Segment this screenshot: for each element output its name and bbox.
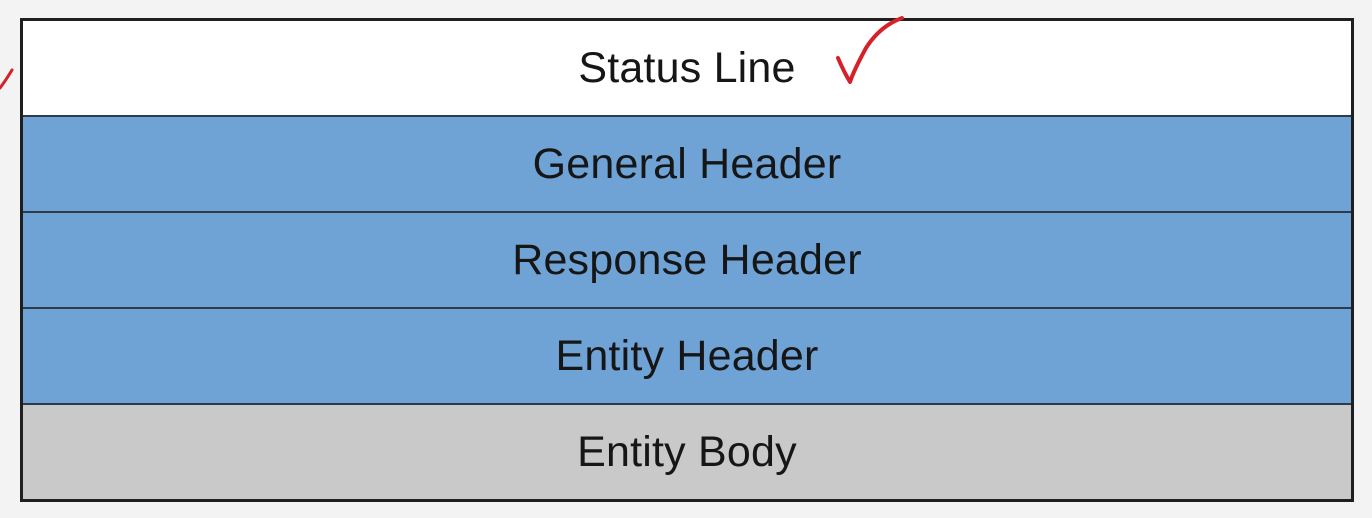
- row-status-line: Status Line: [23, 21, 1351, 115]
- row-response-header: Response Header: [23, 211, 1351, 307]
- row-label-status-line: Status Line: [578, 43, 796, 92]
- row-label-response-header: Response Header: [512, 235, 862, 284]
- row-label-entity-body: Entity Body: [577, 427, 797, 476]
- row-entity-header: Entity Header: [23, 307, 1351, 403]
- row-label-entity-header: Entity Header: [555, 331, 819, 380]
- row-label-general-header: General Header: [532, 139, 842, 188]
- row-entity-body: Entity Body: [23, 403, 1351, 499]
- pen-mark-left-icon: [0, 68, 14, 90]
- row-general-header: General Header: [23, 115, 1351, 211]
- response-message-stack: Status Line General Header Response Head…: [20, 18, 1354, 502]
